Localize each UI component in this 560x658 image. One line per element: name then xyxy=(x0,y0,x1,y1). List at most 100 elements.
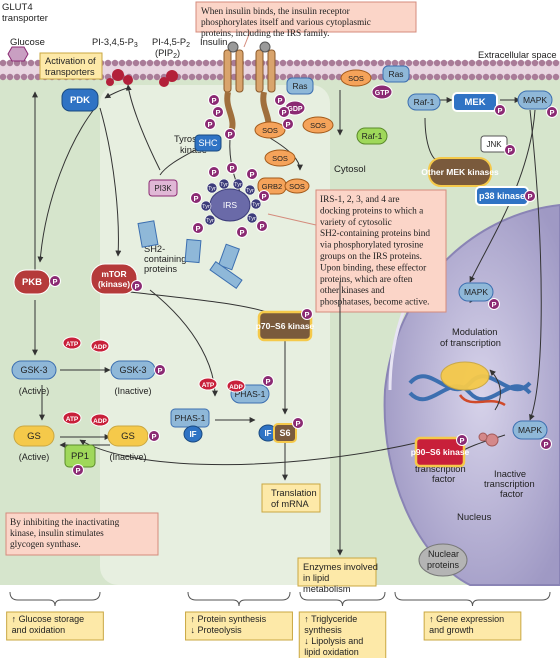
svg-text:P: P xyxy=(211,168,216,177)
svg-text:P: P xyxy=(134,282,139,291)
arrow-pi3k-to-pip xyxy=(125,84,161,171)
if-node-1-label: IF xyxy=(189,430,196,439)
phas1p-node-label: PHAS-1 xyxy=(235,389,266,399)
activation-box xyxy=(39,52,103,80)
svg-text:P: P xyxy=(285,120,290,129)
irs-tyr-1: Tyr xyxy=(206,182,218,194)
p38-node-phosphate: P xyxy=(524,190,536,202)
outcome-brace-2 xyxy=(187,591,291,607)
svg-text:P: P xyxy=(265,377,270,386)
mtor-node-phosphate: P xyxy=(131,280,143,292)
svg-text:Tyr: Tyr xyxy=(220,182,228,188)
outcome-text-3: ↓ Lipolysis and xyxy=(304,636,363,646)
gsk-active-node: GSK-3 xyxy=(11,360,57,380)
sos-node-4: SOS xyxy=(302,116,334,134)
if-node-2: IF xyxy=(258,424,278,442)
svg-text:P: P xyxy=(229,164,234,173)
svg-text:P: P xyxy=(459,436,464,445)
mapk-node-3-label: MAPK xyxy=(518,425,542,435)
arrow-mapk-to-nucleus xyxy=(469,109,536,283)
other-mek-node-label: Other MEK kinases xyxy=(421,167,499,177)
outcome-text-2: ↑ Protein synthesis xyxy=(191,614,267,624)
p70-node-phosphate: P xyxy=(301,308,313,320)
sos-node-1: SOS xyxy=(254,121,286,139)
gdp-node-label: GDP xyxy=(287,106,303,113)
svg-text:ATP: ATP xyxy=(202,382,215,389)
outcome-brace-3 xyxy=(299,591,386,607)
mapk-node-1-label: MAPK xyxy=(523,95,547,105)
shc-node-label: SHC xyxy=(198,138,218,148)
insulin-label: Insulin xyxy=(200,37,227,48)
svg-text:P: P xyxy=(211,96,216,105)
p90-node-phosphate: P xyxy=(456,434,468,446)
svg-text:Tyr: Tyr xyxy=(208,186,216,192)
adp-gsk: ADP xyxy=(90,339,110,353)
phas1-node: PHAS-1 xyxy=(170,408,210,428)
svg-text:P: P xyxy=(259,222,264,231)
svg-text:P: P xyxy=(497,106,502,115)
receptor-phosphate-6: P xyxy=(282,118,294,130)
nucleus-label: Nucleus xyxy=(457,512,492,523)
pkb-node-label: PKB xyxy=(22,277,42,288)
phas1-node-label: PHAS-1 xyxy=(175,413,206,423)
outcome-brace-4 xyxy=(394,591,551,607)
svg-text:P: P xyxy=(277,96,282,105)
other-mek-node: Other MEK kinases xyxy=(421,157,499,187)
arrow-tf-to-modulation xyxy=(489,369,501,411)
outcome-box-3 xyxy=(298,611,387,658)
s6-node: S6 xyxy=(273,423,297,443)
svg-text:P: P xyxy=(157,366,162,375)
receptor-phosphate-5: P xyxy=(278,106,290,118)
outcome-text-3: lipid oxidation xyxy=(304,647,359,657)
irs-phosphate-5: P xyxy=(256,220,268,232)
grb2-node-label: GRB2 xyxy=(262,182,282,191)
pp1-node-phosphate: P xyxy=(72,464,84,476)
cytosol-label: Cytosol xyxy=(334,164,366,175)
mapk-node-1: MAPK xyxy=(517,90,553,110)
gs-active-state: (Active) xyxy=(19,452,50,462)
gs-inactive-node: GS xyxy=(107,425,149,447)
irs-phosphate-3: P xyxy=(246,168,258,180)
s6-node-phosphate: P xyxy=(292,417,304,429)
gs-callout xyxy=(5,512,159,556)
svg-text:P: P xyxy=(549,108,554,117)
gsk-inactive-node: GSK-3 xyxy=(110,360,156,380)
pdk-node-label: PDK xyxy=(70,95,90,106)
mtor-node-label: mTOR xyxy=(101,269,126,279)
outcome-box-4 xyxy=(423,611,522,641)
nuclear-proteins-node xyxy=(418,543,468,577)
sos-node-2: SOS xyxy=(264,149,296,167)
svg-text:Tyr: Tyr xyxy=(234,182,242,188)
irs-phosphate-8: P xyxy=(190,192,202,204)
irs-phosphate-1: P xyxy=(208,166,220,178)
jnk-node-phosphate: P xyxy=(504,144,516,156)
svg-text:P: P xyxy=(543,440,548,449)
gsk-inactive-node-label: GSK-3 xyxy=(119,365,146,375)
p70-node: p70–S6 kinase xyxy=(256,310,315,342)
ras-node-1-label: Ras xyxy=(292,81,307,91)
svg-text:P: P xyxy=(527,192,532,201)
arrow-pdk-to-mtor xyxy=(99,107,122,257)
irs-phosphate-7: P xyxy=(192,222,204,234)
gsk-active-state: (Active) xyxy=(19,386,50,396)
mapk-node-3-phosphate: P xyxy=(540,438,552,450)
if-node-1: IF xyxy=(183,425,203,443)
arrow-p90-to-pp1 xyxy=(79,439,421,466)
atp-phas: ATP xyxy=(198,377,218,391)
irs-tyr-8: Tyr xyxy=(200,200,212,212)
gs-inactive-node-phosphate: P xyxy=(148,430,160,442)
gsk-active-node-label: GSK-3 xyxy=(20,365,47,375)
svg-text:P: P xyxy=(227,130,232,139)
svg-text:P: P xyxy=(239,228,244,237)
svg-text:Tyr: Tyr xyxy=(248,216,256,222)
mapk-node-2-phosphate: P xyxy=(488,298,500,310)
mapk-node-2: MAPK xyxy=(458,282,494,302)
outcome-box-1 xyxy=(6,611,104,641)
transcription-factor-inactive xyxy=(485,433,499,447)
outcome-text-3: synthesis xyxy=(304,625,342,635)
irs-phosphate-2: P xyxy=(226,162,238,174)
